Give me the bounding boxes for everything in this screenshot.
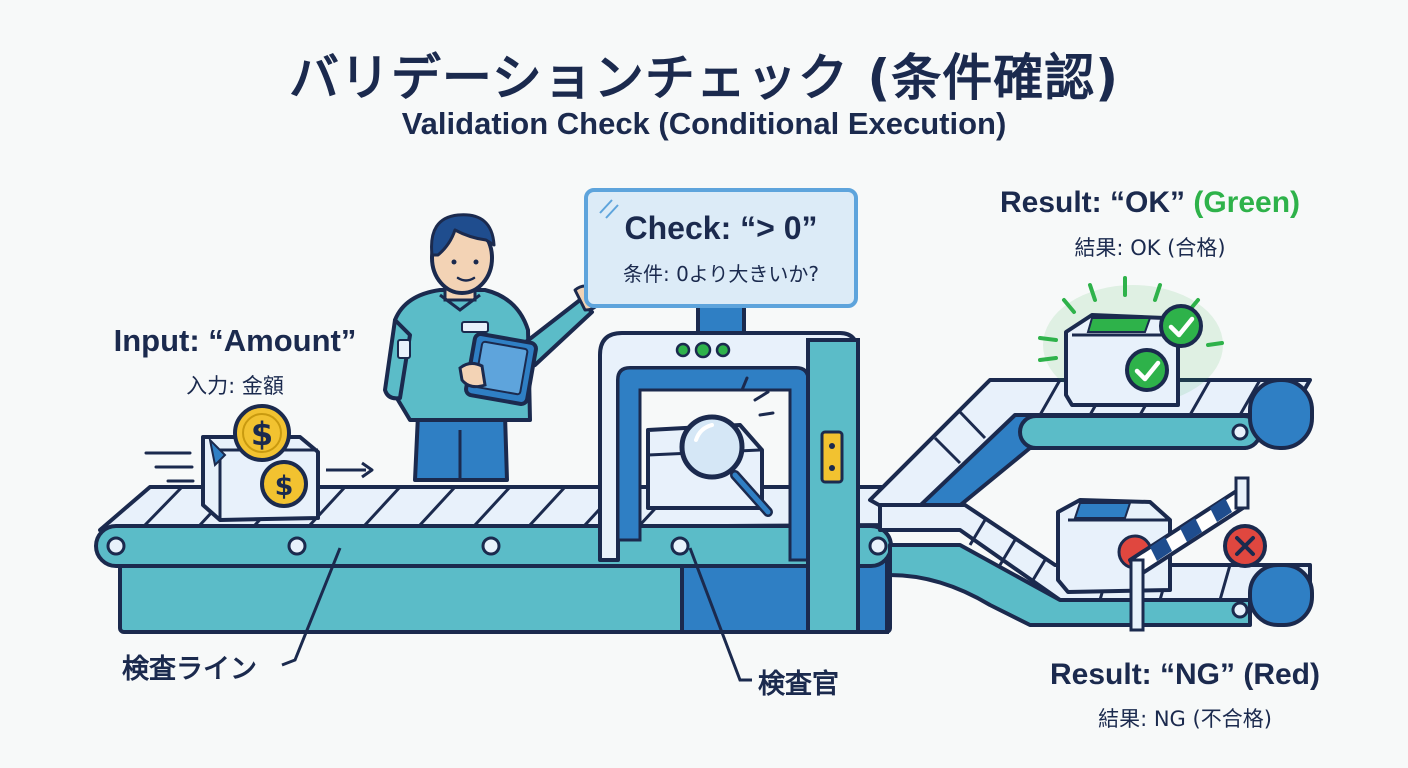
result-ng-label: Result: “NG” (Red) (1050, 658, 1320, 691)
input-box: $ $ (144, 404, 374, 522)
x-icon (1223, 524, 1267, 568)
inspection-line-callout: 検査ライン (122, 654, 257, 685)
input-label-jp: 入力: 金額 (186, 374, 284, 398)
check-icon (1125, 348, 1169, 392)
check-condition-label: Check: “> 0” (624, 210, 818, 246)
check-condition-label-jp: 条件: 0より大きいか? (622, 262, 820, 286)
branch-conveyors (868, 378, 1314, 627)
result-ok-label: Result: “OK” (Green) (999, 186, 1301, 219)
barrier-gate (1117, 476, 1250, 632)
inspector-person (383, 213, 608, 482)
page-title: バリデーションチェック (条件確認) (288, 49, 1120, 107)
inspector-callout-leader (688, 547, 752, 682)
input-label: Input: “Amount” (113, 323, 357, 358)
result-ok-label-jp: 結果: OK (合格) (1074, 236, 1226, 260)
coin-icon: $ (233, 404, 291, 462)
page-subtitle: Validation Check (Conditional Execution) (401, 106, 1007, 141)
svg-text:$: $ (275, 471, 294, 502)
inspection-gate (598, 303, 860, 634)
coin-icon: $ (260, 460, 308, 508)
inspector-callout: 検査官 (758, 669, 839, 700)
svg-text:$: $ (251, 415, 273, 453)
check-icon (1159, 304, 1203, 348)
result-ok-color-label: (Green) (1193, 186, 1301, 219)
magnifier-icon (679, 376, 775, 517)
check-panel (584, 188, 858, 308)
result-ng-label-jp: 結果: NG (不合格) (1098, 707, 1272, 731)
line-callout-leader (281, 547, 342, 667)
